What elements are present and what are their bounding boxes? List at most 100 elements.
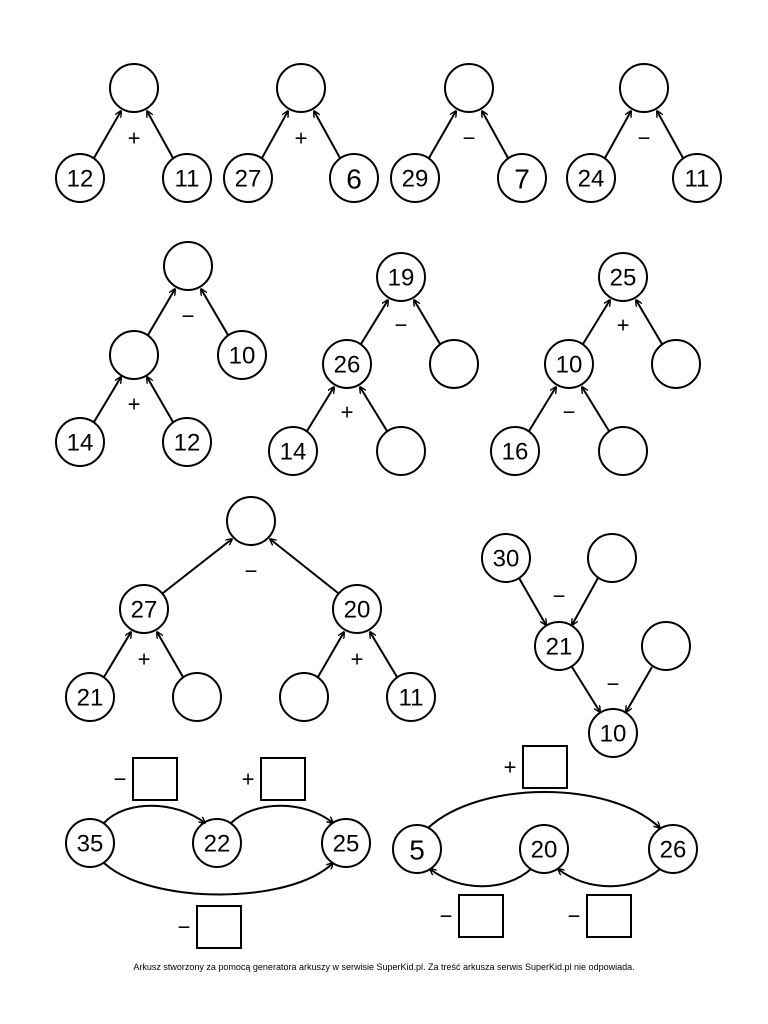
- number-circle: [519, 824, 569, 874]
- answer-circle[interactable]: [444, 63, 494, 113]
- arrow: [626, 666, 653, 712]
- arrow: [314, 111, 341, 159]
- operator: −: [568, 904, 581, 929]
- number-label: 21: [546, 634, 573, 661]
- number-circle: [329, 153, 379, 203]
- number-circle: [162, 153, 212, 203]
- number-circle: [162, 417, 212, 467]
- number-circle: [376, 252, 426, 302]
- number-label: 30: [493, 546, 520, 573]
- number-label: 20: [344, 597, 371, 624]
- number-label: 27: [131, 597, 158, 624]
- number-label: 26: [334, 352, 361, 379]
- answer-box[interactable]: [260, 757, 306, 801]
- operator: +: [242, 767, 255, 792]
- arrow: [147, 289, 175, 336]
- arrow: [261, 111, 288, 159]
- answer-circle[interactable]: [276, 63, 326, 113]
- arrow: [636, 300, 663, 345]
- answer-circle[interactable]: [641, 621, 691, 671]
- arrow: [162, 539, 232, 594]
- number-circle: [481, 533, 531, 583]
- answer-circle[interactable]: [376, 426, 426, 476]
- arrow: [427, 791, 660, 828]
- number-label: 6: [346, 164, 362, 195]
- arrow: [157, 632, 184, 678]
- arrow: [93, 111, 121, 159]
- arrow: [582, 300, 610, 345]
- number-label: 14: [280, 439, 307, 466]
- number-circle: [534, 621, 584, 671]
- operator: +: [341, 400, 354, 425]
- answer-circle[interactable]: [651, 339, 701, 389]
- answer-circle[interactable]: [598, 426, 648, 476]
- answer-circle[interactable]: [172, 672, 222, 722]
- number-circle: [588, 708, 638, 758]
- arrow: [147, 377, 174, 423]
- arrow: [306, 387, 334, 432]
- number-label: 12: [67, 166, 94, 193]
- number-label: 11: [399, 685, 424, 712]
- number-circle: [65, 672, 115, 722]
- arrow: [103, 632, 131, 678]
- arrow: [103, 863, 333, 896]
- operator: −: [395, 313, 408, 338]
- number-circle: [332, 584, 382, 634]
- number-label: 5: [409, 835, 425, 866]
- answer-box[interactable]: [132, 757, 178, 801]
- answer-box[interactable]: [586, 894, 632, 938]
- answer-box[interactable]: [458, 894, 504, 938]
- operator: +: [295, 126, 308, 151]
- answer-circle[interactable]: [279, 672, 329, 722]
- answer-circle[interactable]: [109, 330, 159, 380]
- operator: −: [178, 915, 191, 940]
- arrow: [201, 289, 229, 336]
- number-circle: [566, 153, 616, 203]
- number-label: 27: [235, 166, 262, 193]
- number-label: 22: [204, 831, 231, 858]
- footer-note: Arkusz stworzony za pomocą generatora ar…: [133, 962, 635, 972]
- arrow: [147, 111, 174, 159]
- number-label: 10: [229, 343, 256, 370]
- number-label: 14: [67, 430, 94, 457]
- number-circle: [192, 818, 242, 868]
- number-label: 10: [556, 352, 583, 379]
- number-circle: [390, 153, 440, 203]
- answer-box[interactable]: [522, 745, 568, 789]
- number-label: 21: [77, 685, 104, 712]
- operator: −: [182, 304, 195, 329]
- answer-circle[interactable]: [226, 496, 276, 546]
- arrow: [414, 300, 441, 345]
- number-label: 26: [660, 837, 687, 864]
- arrow: [572, 577, 599, 625]
- operator: −: [114, 767, 127, 792]
- number-circle: [55, 153, 105, 203]
- operator: −: [463, 126, 476, 151]
- number-label: 10: [600, 721, 627, 748]
- arrow: [370, 632, 398, 678]
- answer-box[interactable]: [196, 905, 242, 949]
- arrow: [558, 869, 661, 888]
- arrow: [528, 387, 556, 432]
- arrow: [582, 387, 610, 432]
- number-circle: [223, 153, 273, 203]
- number-label: 25: [610, 265, 637, 292]
- operator: +: [504, 755, 517, 780]
- operator: −: [607, 672, 620, 697]
- answer-circle[interactable]: [109, 63, 159, 113]
- number-circle: [490, 426, 540, 476]
- arrow: [317, 632, 344, 678]
- number-label: 12: [174, 430, 201, 457]
- number-circle: [392, 824, 442, 874]
- answer-circle[interactable]: [163, 241, 213, 291]
- number-label: 19: [388, 265, 415, 292]
- arrow: [270, 539, 339, 594]
- number-circle: [55, 417, 105, 467]
- answer-circle[interactable]: [429, 339, 479, 389]
- number-circle: [119, 584, 169, 634]
- answer-circle[interactable]: [587, 533, 637, 583]
- operator: −: [638, 126, 651, 151]
- number-label: 7: [514, 164, 530, 195]
- answer-circle[interactable]: [619, 63, 669, 113]
